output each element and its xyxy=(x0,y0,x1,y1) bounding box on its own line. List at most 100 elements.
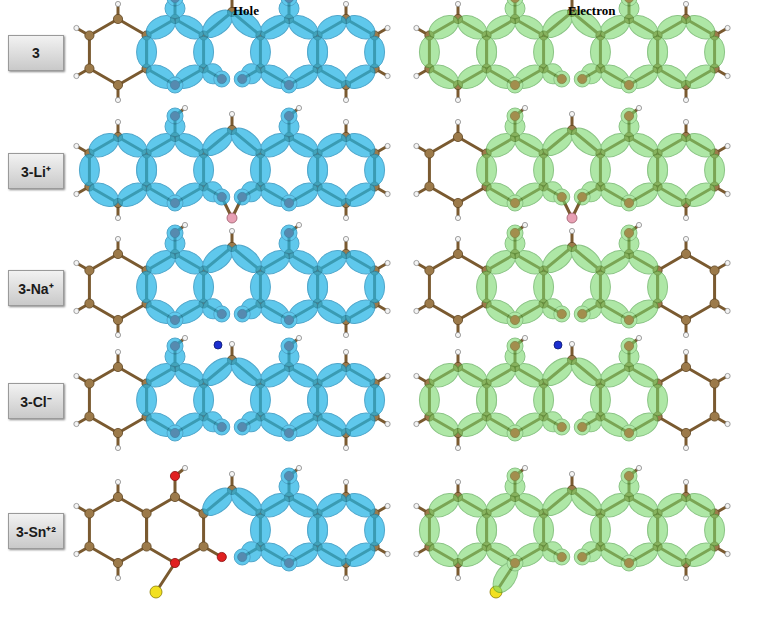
orbital-lobe xyxy=(648,514,668,546)
orbital-lobe xyxy=(167,225,183,241)
orbital-lobe xyxy=(281,225,297,241)
orbital-lobe xyxy=(621,312,637,328)
atom xyxy=(74,551,79,556)
row-label-box: 3-Li⁺ xyxy=(8,153,64,189)
atom xyxy=(113,428,122,437)
orbital-lobe xyxy=(308,384,328,416)
atom xyxy=(343,215,348,220)
atom xyxy=(214,341,222,349)
orbital-lobe xyxy=(365,36,385,68)
orbital-lobe xyxy=(534,36,554,68)
atom xyxy=(74,421,79,426)
orbital-lobe xyxy=(621,225,637,241)
atom xyxy=(455,332,460,337)
atom xyxy=(683,215,688,220)
atom xyxy=(710,412,719,421)
orbital-lobe xyxy=(590,384,610,416)
atom xyxy=(85,31,94,40)
atom xyxy=(455,575,460,580)
orbital-lobe xyxy=(477,36,497,68)
atom xyxy=(385,421,390,426)
row-label-box: 3-Na⁺ xyxy=(8,270,64,306)
atom xyxy=(343,445,348,450)
orbital-lobe xyxy=(419,384,439,416)
orbital-lobe xyxy=(477,514,497,546)
atom xyxy=(683,236,688,241)
orbital-lobe xyxy=(538,353,578,391)
atom xyxy=(150,586,162,598)
orbital-lobe xyxy=(705,514,725,546)
orbital-lobe xyxy=(621,0,637,6)
orbital-lobe xyxy=(198,353,238,391)
orbital-lobe xyxy=(281,338,297,354)
orbital-lobe xyxy=(313,295,350,328)
orbital-lobe xyxy=(534,154,554,186)
orbital-lobe xyxy=(226,240,266,278)
orbital-lobe xyxy=(198,240,238,278)
orbital-lobe xyxy=(507,108,523,124)
atom xyxy=(725,260,730,265)
atom xyxy=(725,25,730,30)
atom xyxy=(522,465,527,470)
orbital-lobe xyxy=(554,419,570,435)
orbital-lobes xyxy=(419,468,724,597)
orbital-lobe xyxy=(281,425,297,441)
orbital-lobe xyxy=(85,178,122,211)
orbital-lobes xyxy=(198,468,385,571)
atom xyxy=(229,228,234,233)
atom xyxy=(455,445,460,450)
orbital-lobe xyxy=(419,36,439,68)
atom xyxy=(85,299,94,308)
atom xyxy=(683,445,688,450)
orbital-lobe xyxy=(250,36,270,68)
atom xyxy=(142,542,151,551)
orbital-lobe xyxy=(419,514,439,546)
orbital-lobe xyxy=(313,178,350,211)
orbital-lobes xyxy=(477,108,725,211)
atom xyxy=(569,341,574,346)
molecule xyxy=(414,222,730,349)
orbital-lobe xyxy=(167,338,183,354)
orbital-lobe xyxy=(477,154,497,186)
orbital-lobe xyxy=(308,36,328,68)
orbital-lobe xyxy=(507,425,523,441)
atom xyxy=(229,111,234,116)
orbital-lobe xyxy=(477,271,497,303)
atom xyxy=(113,80,122,89)
orbital-lobe xyxy=(648,154,668,186)
atom xyxy=(681,428,690,437)
atom xyxy=(385,25,390,30)
atom xyxy=(74,191,79,196)
orbital-lobe xyxy=(621,338,637,354)
orbital-lobe xyxy=(477,36,497,68)
atom xyxy=(74,25,79,30)
orbital-lobe xyxy=(250,154,270,186)
row-label: 3-Cl⁻ xyxy=(20,392,51,411)
orbital-lobe xyxy=(621,195,637,211)
atom xyxy=(115,349,120,354)
orbital-lobe xyxy=(621,108,637,124)
orbital-lobe xyxy=(425,408,462,441)
orbital-lobe xyxy=(198,5,238,43)
atom xyxy=(636,465,641,470)
orbital-lobe xyxy=(281,108,297,124)
orbital-lobe xyxy=(538,240,578,278)
orbital-lobe xyxy=(137,384,157,416)
orbital-lobe xyxy=(137,154,157,186)
orbital-lobe xyxy=(234,549,250,565)
atom xyxy=(414,191,419,196)
atom xyxy=(296,222,301,227)
atom xyxy=(681,249,690,258)
atom xyxy=(74,260,79,265)
atom xyxy=(414,73,419,78)
atom xyxy=(414,551,419,556)
atom xyxy=(229,471,234,476)
atom xyxy=(385,373,390,378)
atom xyxy=(113,14,122,23)
orbital-lobe xyxy=(538,123,578,161)
atom xyxy=(414,25,419,30)
orbital-lobe xyxy=(534,514,554,546)
atom xyxy=(85,266,94,275)
atom xyxy=(414,143,419,148)
orbital-lobe xyxy=(308,154,328,186)
